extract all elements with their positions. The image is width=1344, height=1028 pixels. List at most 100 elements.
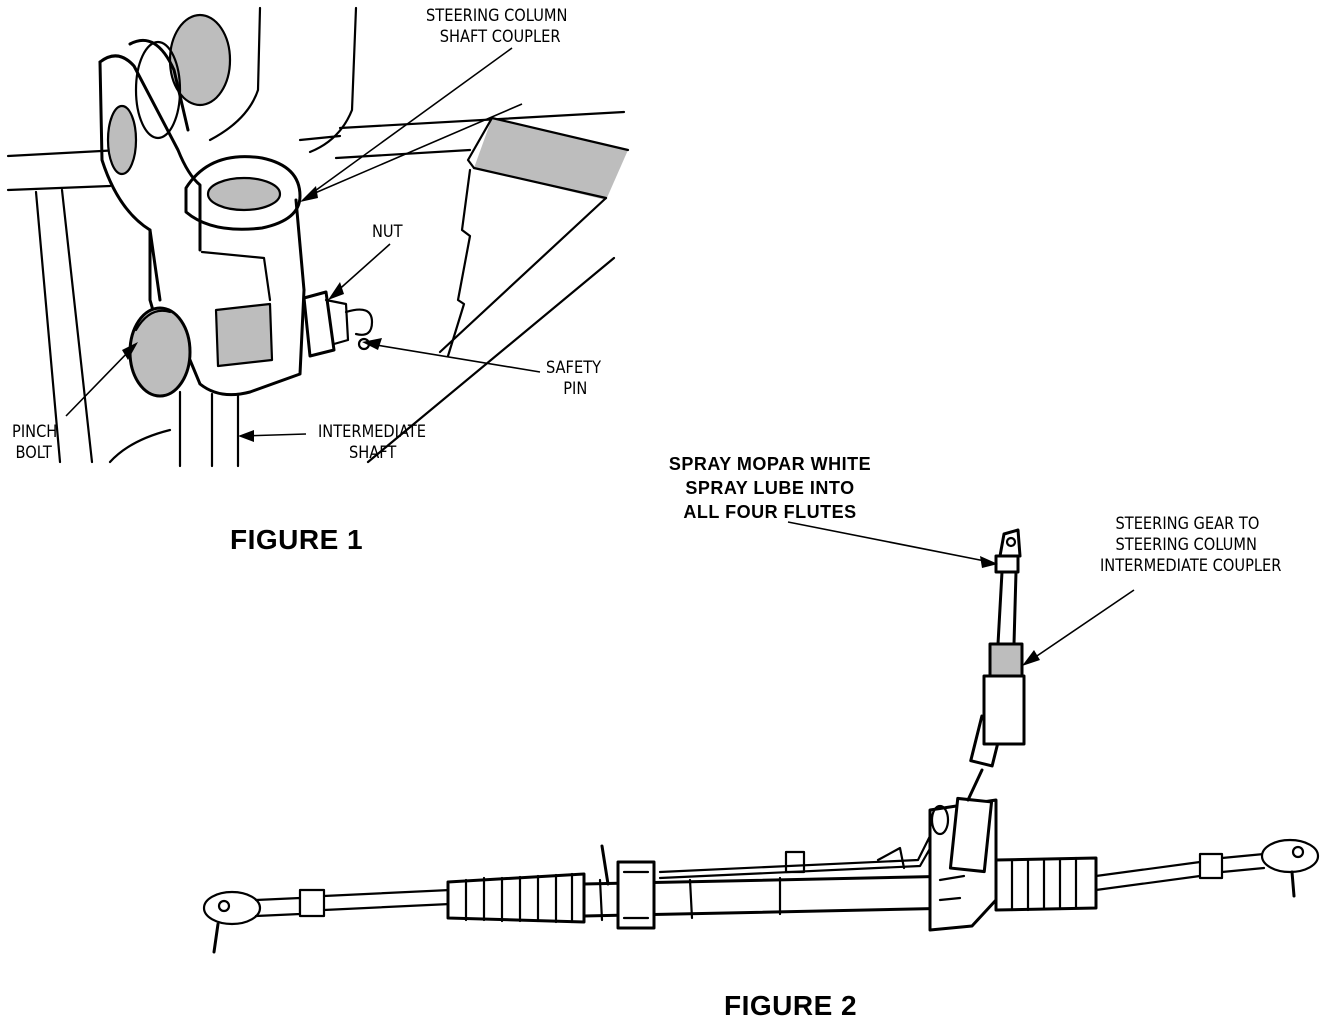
arrowhead — [122, 342, 138, 360]
fig2-valve-port — [930, 804, 950, 836]
label-line: INTERMEDIATE — [318, 422, 427, 442]
fig1-nut-shape — [304, 292, 334, 356]
fig1-panel-edge — [472, 166, 608, 200]
arrowhead — [238, 430, 254, 442]
fig2-pinion-tower — [948, 796, 994, 874]
fig1-yoke-arm — [98, 60, 162, 302]
fig1-bolt-shank — [216, 304, 272, 366]
fig2-coupler-collar — [988, 642, 1024, 678]
arrowhead — [362, 338, 382, 350]
label-line: SAFETY — [546, 358, 602, 378]
fig2-shaft-fork-hole — [1005, 536, 1017, 548]
label-line: SPRAY LUBE INTO — [685, 478, 855, 498]
fig2-pinion-tower — [950, 798, 992, 872]
label-line: SPRAY MOPAR WHITE — [668, 454, 872, 474]
label-line: SHAFT COUPLER — [439, 27, 561, 47]
leader-steering-column-coupler — [307, 47, 513, 197]
fig2-left-jam-nut — [298, 888, 326, 918]
fig1-yoke-bore — [108, 106, 136, 174]
fig1-frame-edge — [338, 110, 626, 130]
fig2-bracket-arm — [600, 844, 610, 886]
fig2-right-tie-rod — [1220, 852, 1266, 874]
arrowhead — [300, 186, 318, 202]
fig1-floor-line — [366, 256, 616, 464]
fig1-safety-pin — [344, 308, 374, 336]
fig1-panel-edge — [466, 116, 494, 170]
label-line: STEERING GEAR TO — [1115, 514, 1260, 534]
fig2-shaft-collar — [996, 556, 1018, 572]
label-line: PINCH — [12, 422, 58, 442]
leader-nut — [333, 243, 391, 295]
fig2-upper-shaft — [996, 570, 1018, 646]
fig1-panel-top — [474, 118, 628, 200]
leader-intermediate-coupler — [1027, 589, 1135, 663]
figure1-caption: FIGURE 1 — [230, 524, 364, 555]
fig1-bracket-edge — [6, 184, 112, 192]
label-line: STEERING COLUMN — [1115, 535, 1257, 555]
fig2-valve-detail — [938, 874, 966, 902]
fig2-shaft-fork — [998, 528, 1022, 558]
fig1-frame-edge — [334, 148, 472, 160]
fig1-column-shaft — [308, 6, 358, 154]
fig2-right-tie-rod-end — [1262, 840, 1318, 872]
fig1-column-bore — [170, 15, 230, 105]
fig2-left-tie-rod — [254, 896, 302, 918]
fig2-right-inner-rod — [1094, 860, 1202, 892]
fig1-panel-edge — [490, 116, 630, 152]
label-intermediate-shaft: INTERMEDIATE SHAFT — [318, 422, 426, 464]
fig1-yoke-cap — [134, 40, 182, 140]
leader-pinch-bolt — [65, 347, 133, 417]
fig1-shaft-boot — [108, 428, 172, 464]
label-spray-instruction: SPRAY MOPAR WHITE SPRAY LUBE INTO ALL FO… — [656, 452, 884, 524]
fig2-left-inner-rod — [322, 888, 452, 912]
leader-spray-instruction — [787, 521, 991, 563]
fig1-yoke-bore — [106, 104, 138, 176]
fig2-right-boot-ribs — [1010, 856, 1078, 912]
fig1-pinch-bolt-rim — [134, 309, 172, 332]
fig2-right-jam-nut — [1200, 854, 1222, 878]
fig1-nut-castle — [324, 298, 350, 346]
label-line: PIN — [563, 379, 588, 399]
fig2-right-boot-outline — [994, 856, 1098, 912]
arrowhead — [1022, 650, 1040, 666]
fig2-housing-seams — [598, 876, 782, 922]
fig2-line-fitting — [784, 850, 806, 874]
fig2-left-boot-ribs — [464, 872, 574, 924]
fig1-bracket-edge — [34, 190, 62, 464]
fig2-left-tie-rod-end — [204, 892, 260, 924]
fig1-yoke-arm — [98, 54, 202, 252]
fig2-left-mount — [616, 860, 656, 930]
fig2-left-boot — [448, 874, 584, 922]
fig1-coupler-top — [184, 155, 302, 231]
label-line: BOLT — [15, 443, 52, 463]
fig2-right-tie-rod-end — [1260, 838, 1320, 874]
label-nut: NUT — [372, 222, 403, 243]
fig1-column-shaft — [208, 6, 262, 142]
fig1-panel-edge — [438, 196, 608, 354]
fig2-coupler-collar — [990, 644, 1022, 676]
label-line: INTERMEDIATE COUPLER — [1100, 556, 1282, 576]
fig1-panel-notch — [446, 168, 472, 358]
label-steering-column-coupler: STEERING COLUMN SHAFT COUPLER — [426, 6, 567, 48]
fig2-line-clip — [876, 846, 906, 870]
fig2-left-tie-rod-end — [202, 890, 262, 926]
fig2-right-tie-rod-eye — [1291, 845, 1305, 859]
fig2-right-stud — [1290, 870, 1296, 898]
label-intermediate-coupler: STEERING GEAR TO STEERING COLUMN INTERME… — [1100, 514, 1281, 577]
fig2-left-jam-nut — [300, 890, 324, 916]
fig1-pinch-bolt-head — [130, 308, 190, 396]
fig1-yoke-ear — [128, 38, 190, 132]
fig2-coupler-body — [984, 676, 1024, 744]
label-safety-pin: SAFETY PIN — [546, 358, 601, 400]
arrowhead — [980, 556, 998, 568]
leader-steering-column-coupler-2 — [307, 103, 523, 197]
fig2-left-stud — [212, 922, 220, 954]
leader-safety-pin — [369, 343, 541, 373]
fig2-left-mount-bands — [622, 870, 650, 920]
fig2-left-tie-rod-eye — [217, 899, 231, 913]
arrowhead — [328, 282, 344, 300]
fig2-right-boot — [996, 858, 1096, 910]
